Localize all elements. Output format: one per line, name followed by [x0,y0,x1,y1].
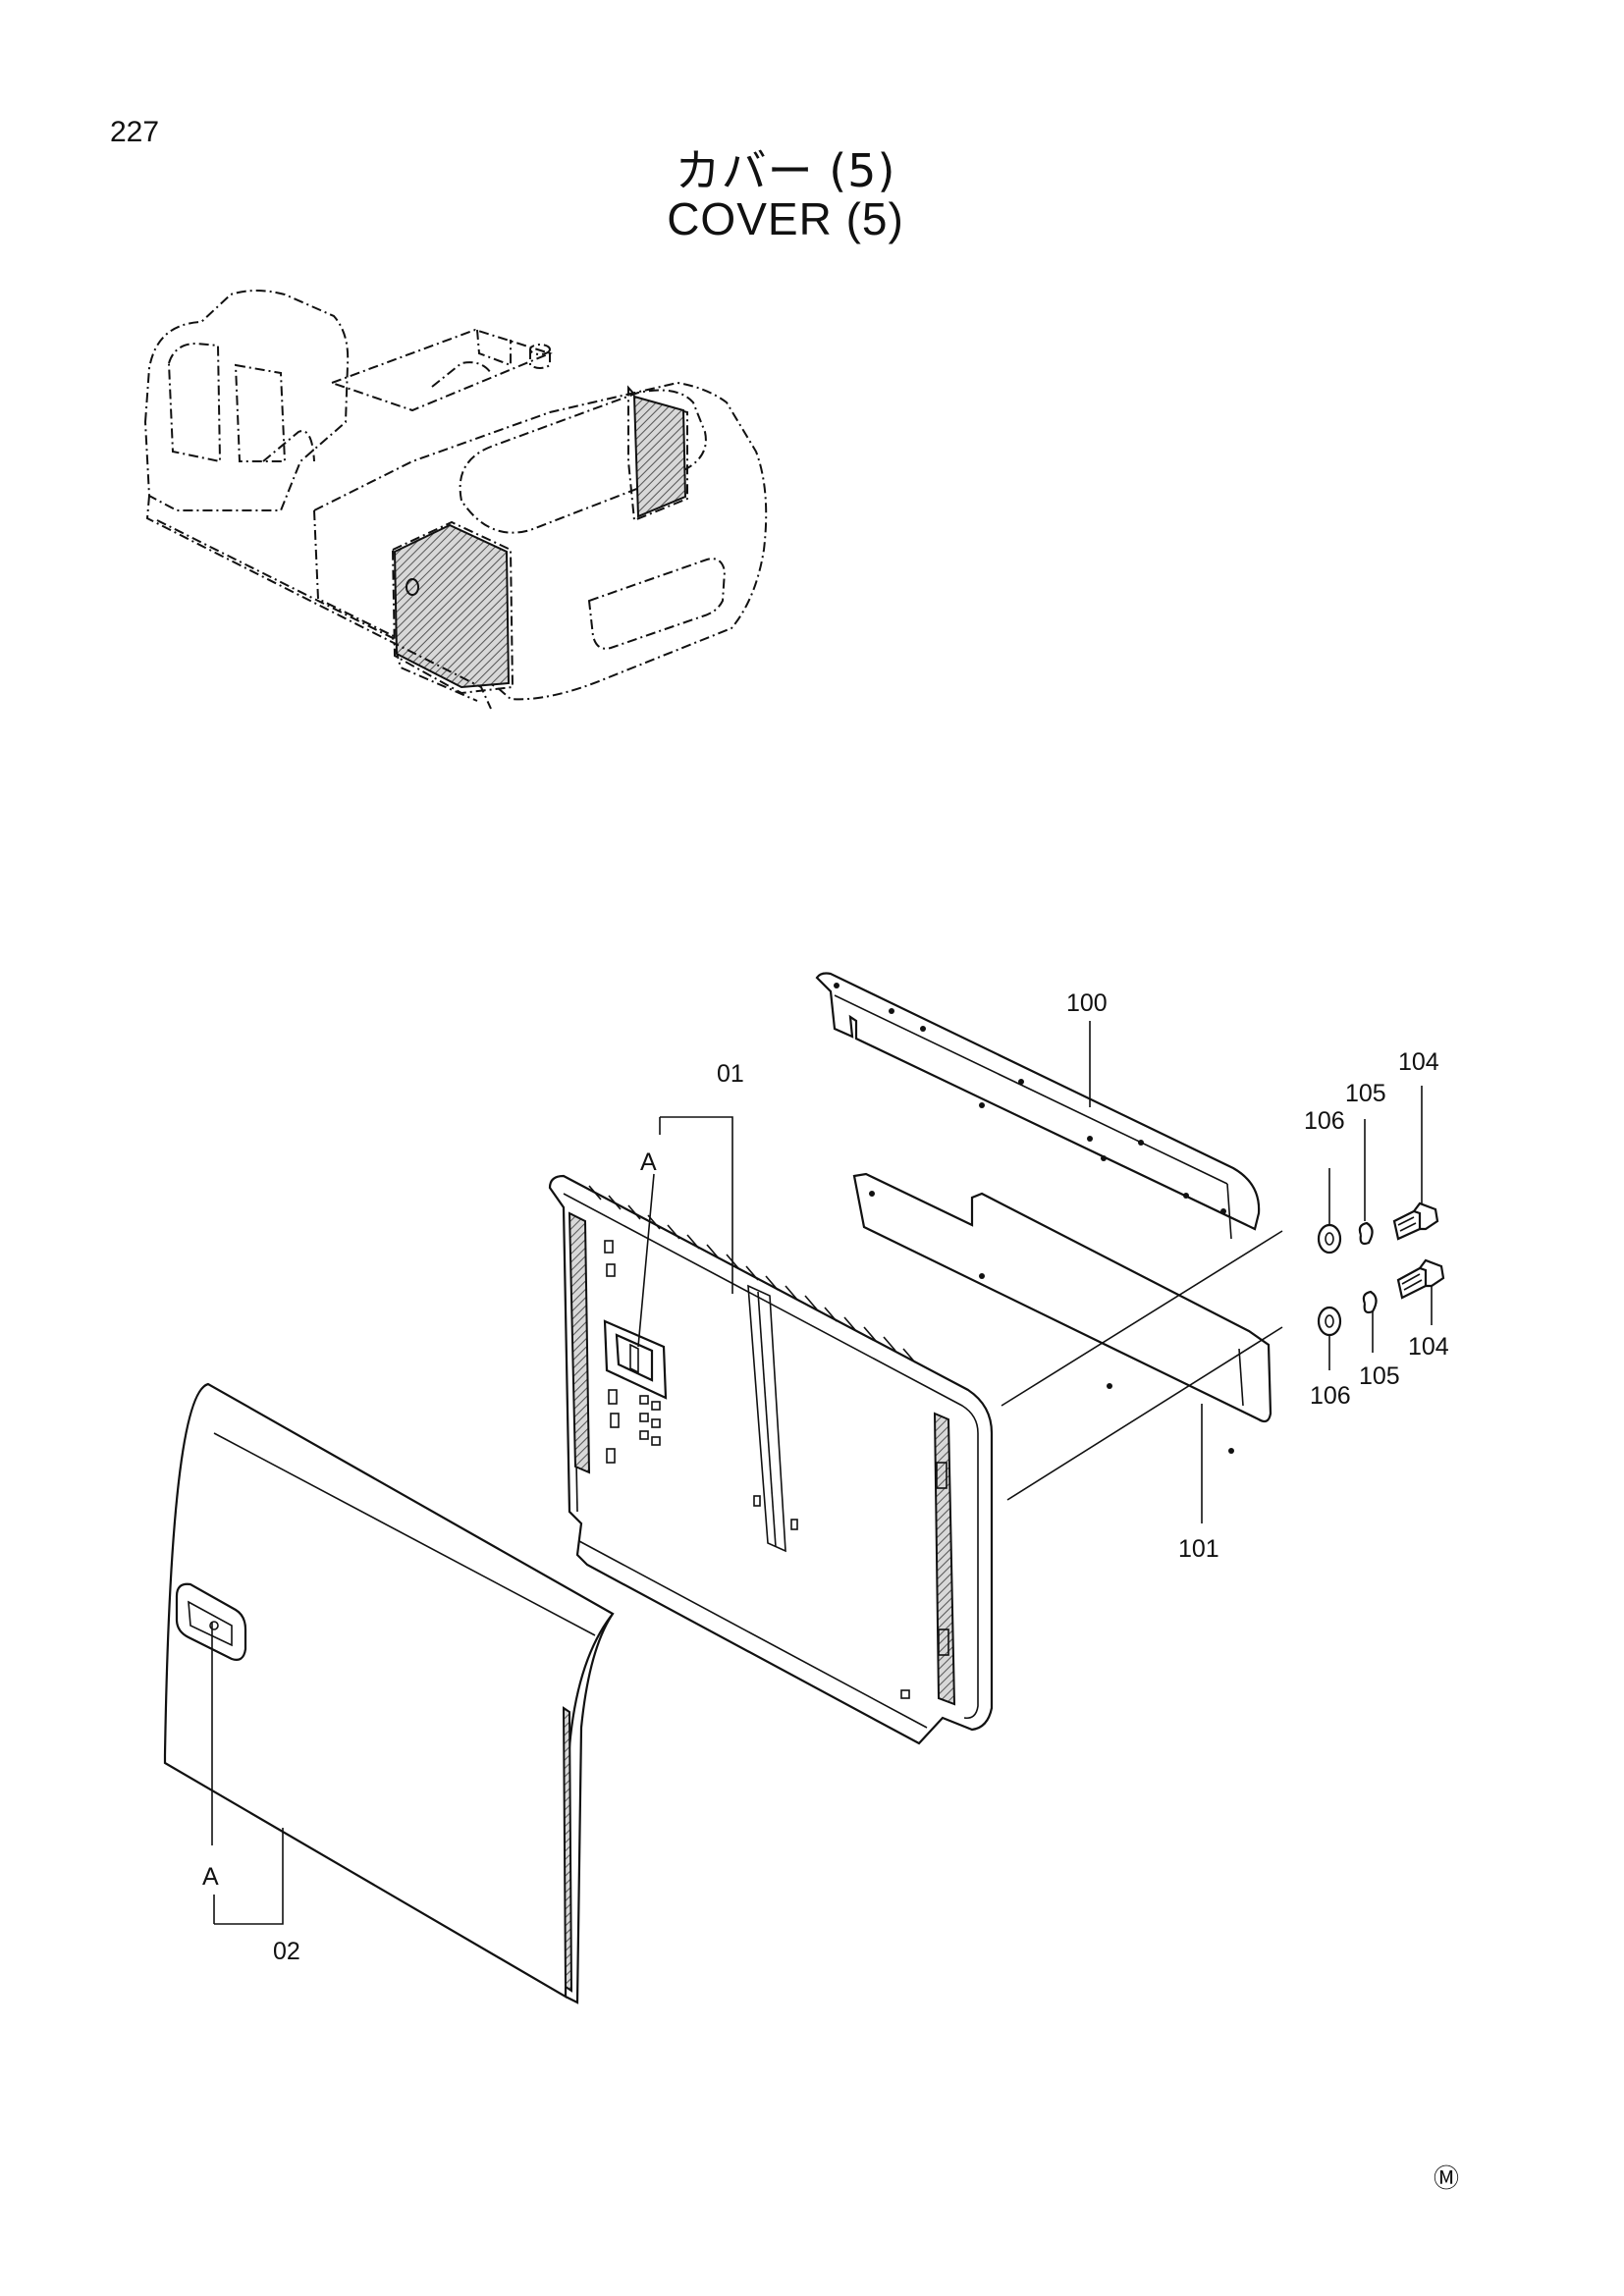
callout-101: 101 [1178,1535,1219,1563]
callout-a-top: A [640,1148,657,1176]
callout-104-top: 104 [1398,1048,1439,1076]
part-101-bracket [852,1172,1272,1454]
callout-106-top: 106 [1304,1107,1345,1135]
leader-lines [211,1021,1433,1925]
callout-105-bottom: 105 [1359,1362,1400,1390]
hardware-bottom-row [1317,1258,1445,1337]
footer-m-mark: Ⓜ [1434,2164,1459,2194]
callout-a-bottom: A [202,1863,219,1891]
callout-100: 100 [1066,989,1108,1017]
callout-105-top: 105 [1345,1080,1386,1107]
part-02-door-panel [163,1382,615,2004]
part-01-door-frame [548,1174,994,1745]
page-number: 227 [110,116,160,148]
callout-104-bottom: 104 [1408,1333,1449,1361]
hardware-top-row [1317,1201,1439,1255]
excavator-location-view [143,290,768,710]
callout-02: 02 [273,1938,300,1965]
title-japanese: カバー (5) [675,144,896,197]
callout-106-bottom: 106 [1310,1382,1351,1410]
callout-labels: 100 01 A 104 105 106 104 105 106 101 A 0… [202,989,1449,1965]
callout-01: 01 [717,1060,744,1088]
part-100-bracket [815,972,1261,1240]
title-english: COVER (5) [667,193,904,244]
